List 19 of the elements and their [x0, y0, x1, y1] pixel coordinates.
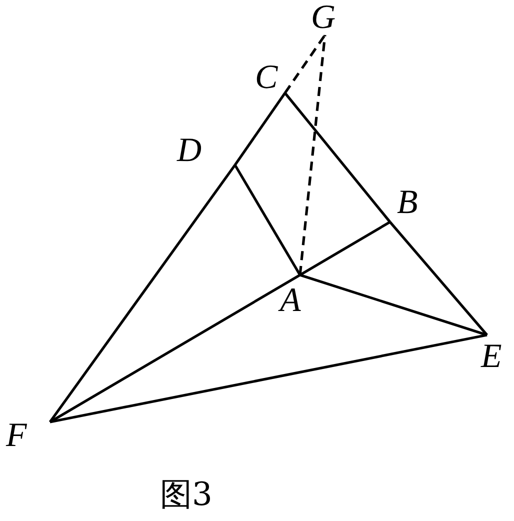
dashed-line [284, 34, 326, 94]
line-segment [234, 164, 302, 276]
line-segment [300, 274, 488, 336]
line-segment [234, 92, 286, 166]
point-label: B [397, 185, 418, 221]
line-segment [284, 92, 391, 223]
point-label: E [481, 339, 502, 375]
line-segment [48, 164, 236, 423]
line-segment [389, 221, 488, 336]
point-label: G [311, 0, 336, 36]
line-segment [299, 220, 391, 276]
figure-caption: 图3 [160, 476, 212, 512]
point-label: A [280, 283, 301, 319]
point-label: D [177, 133, 202, 169]
point-label: C [255, 60, 278, 96]
point-label: F [6, 418, 27, 454]
line-segment [50, 334, 488, 424]
line-segment [49, 274, 301, 424]
dashed-line [298, 34, 326, 276]
